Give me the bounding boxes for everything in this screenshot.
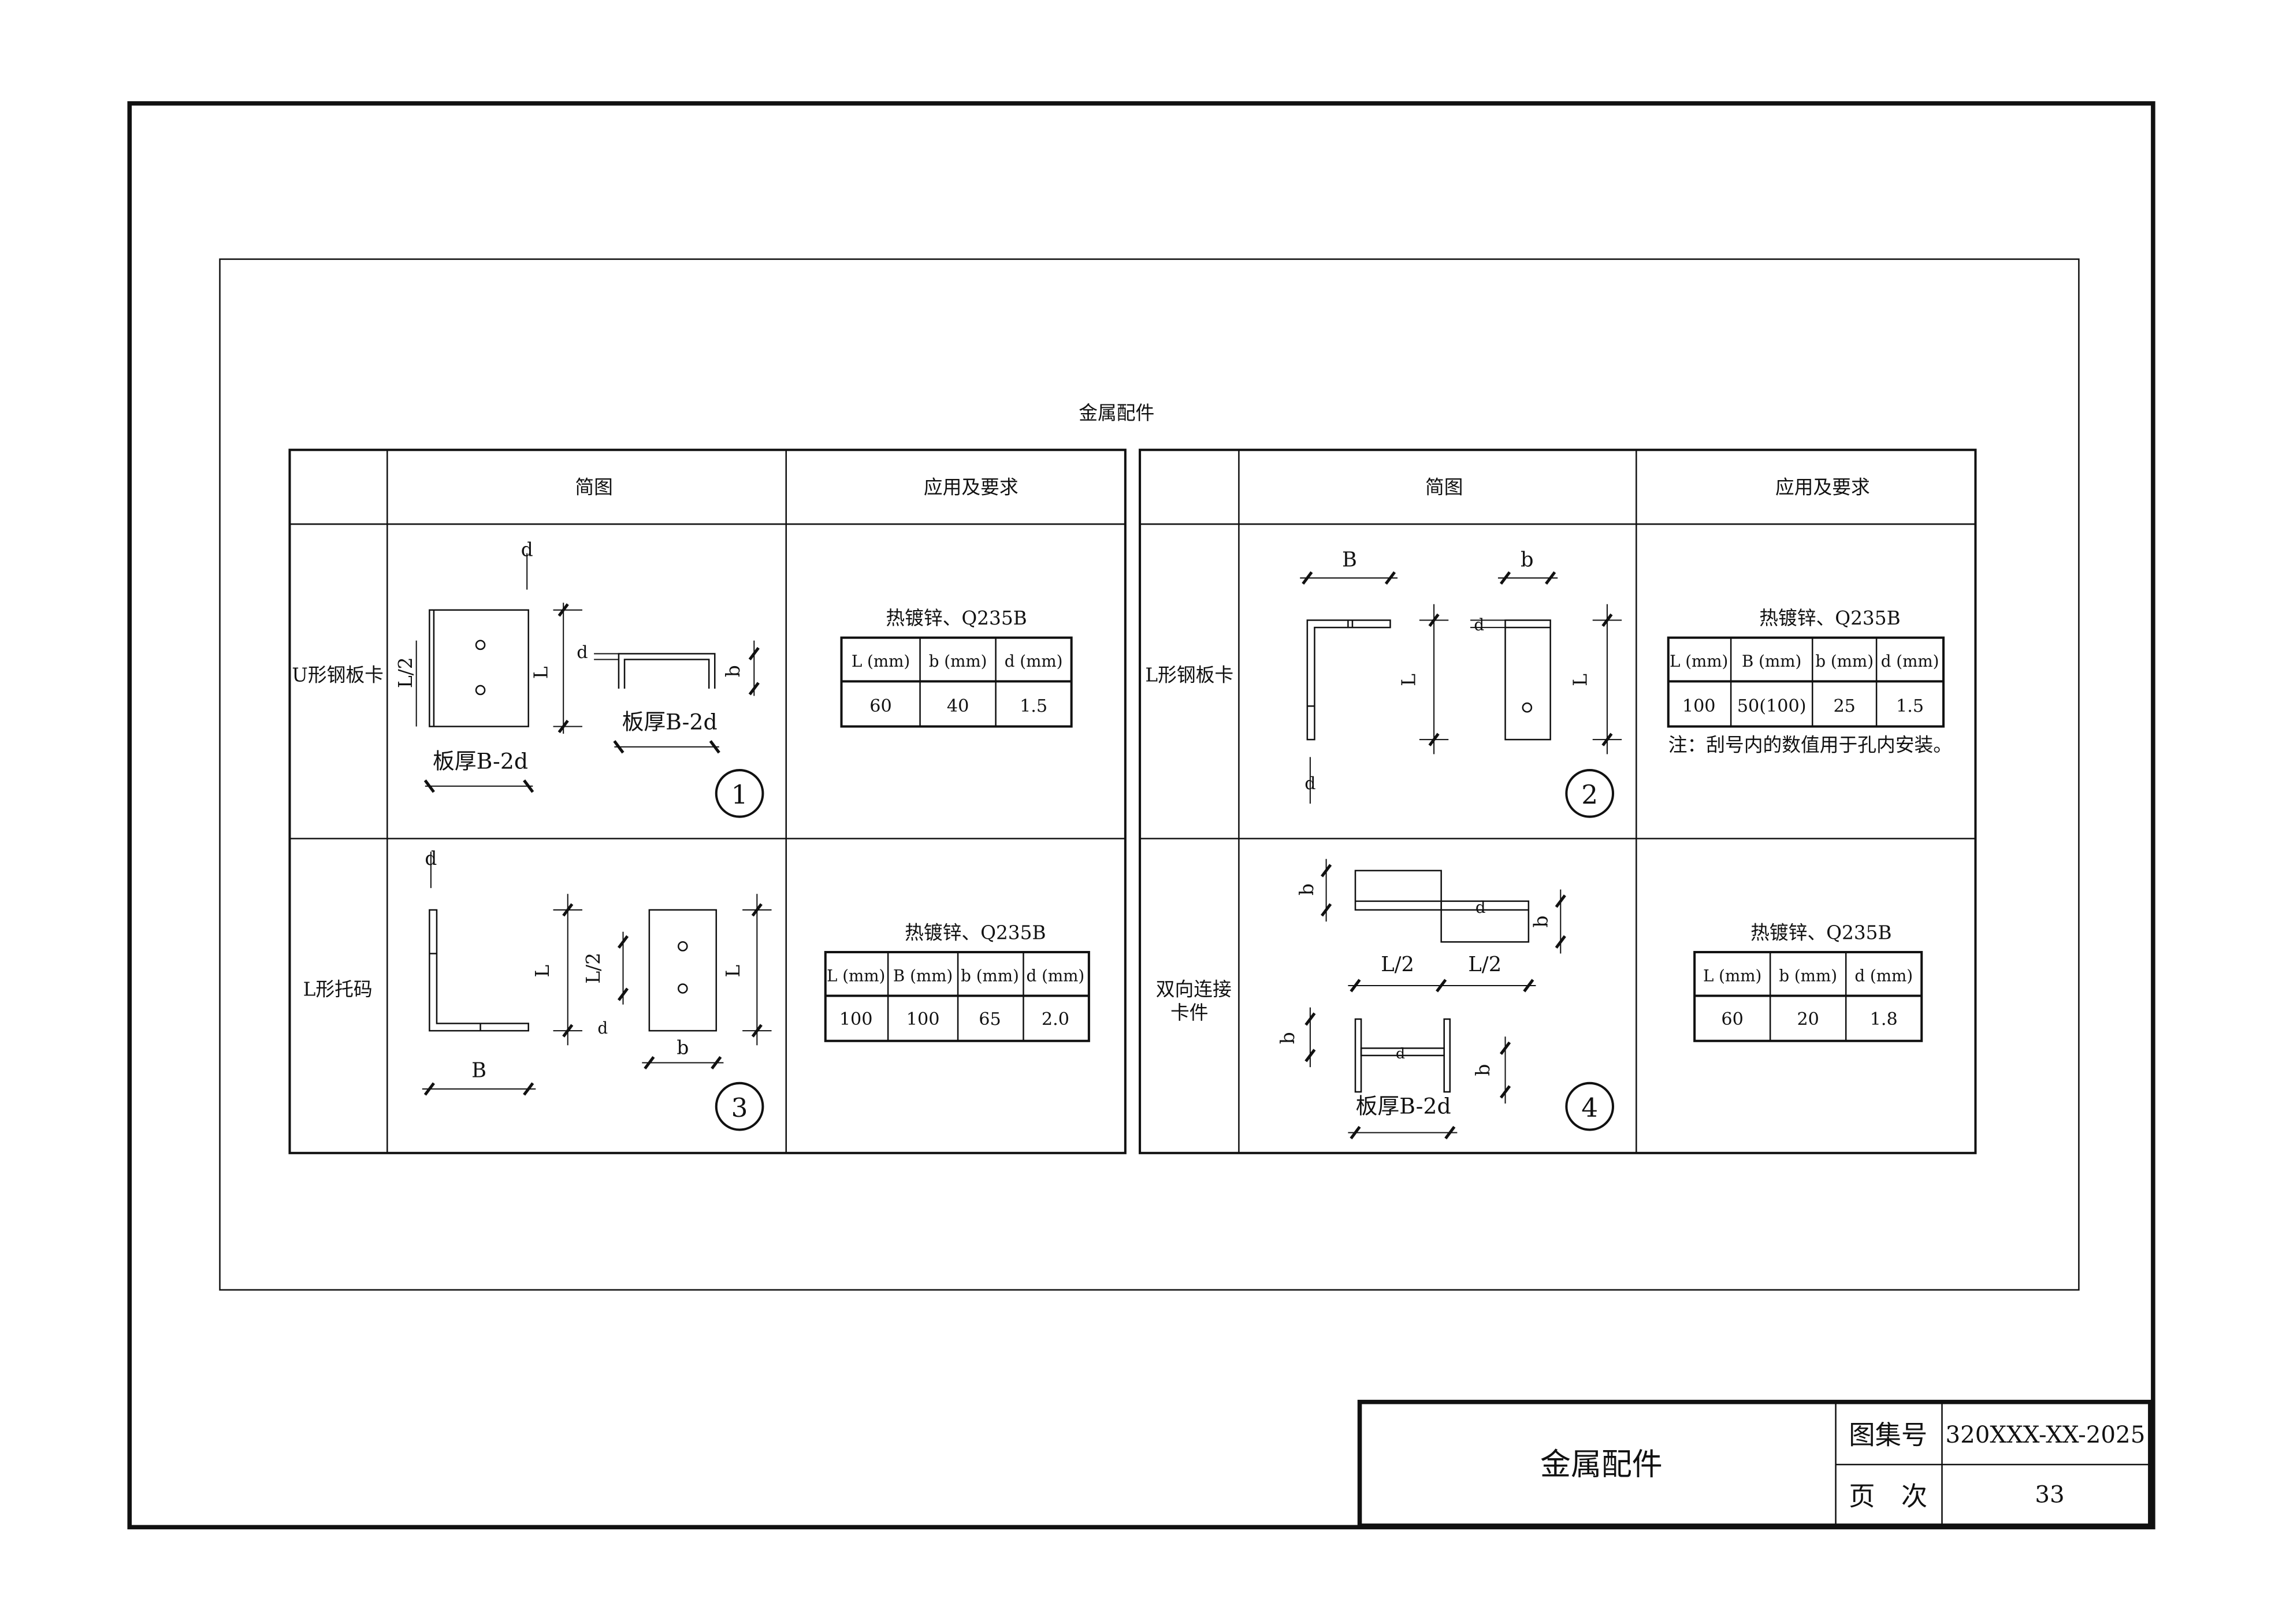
diagram-connector: b b L/2 L/2 d b b d 板厚B-2d 4 — [1277, 859, 1615, 1140]
col-header: b (mm) — [1779, 966, 1837, 985]
col-header: L (mm) — [1703, 966, 1761, 985]
dim-L-side: L — [531, 965, 553, 978]
item-number-circle — [1565, 769, 1615, 818]
dim-half-L-left: L/2 — [1381, 953, 1414, 976]
diagram-l-clip: B L d b L d 2 — [1300, 548, 1622, 818]
spec-connector: 热镀锌、Q235B L (mm) b (mm) d (mm) 60 20 1.8 — [1693, 921, 1923, 1042]
dim-b: b — [1521, 548, 1534, 571]
page-label: 页 次 — [1849, 1481, 1927, 1512]
dim-d-bottom: d — [1396, 1045, 1405, 1062]
dim-thickness-side: 板厚B-2d — [622, 709, 718, 734]
drawing-title: 金属配件 — [1079, 402, 1154, 424]
col-header: d (mm) — [1881, 652, 1939, 671]
dim-b-bottom-left: b — [1277, 1032, 1299, 1044]
item-name-l-clip: L形钢板卡 — [1145, 664, 1233, 686]
atlas-number: 320XXX-XX-2025 — [1946, 1421, 2146, 1448]
dim-half-L-right: L/2 — [1468, 953, 1501, 976]
item-number: 1 — [731, 779, 748, 810]
cell-value: 20 — [1797, 1009, 1819, 1030]
item-number: 3 — [731, 1092, 748, 1123]
dim-d-top: d — [1474, 615, 1484, 634]
cell-value: 100 — [906, 1009, 940, 1030]
outer-border — [127, 101, 2155, 1530]
dim-L-front: L — [722, 965, 744, 978]
right-table: 简图 应用及要求 — [1139, 448, 1977, 1154]
col-header: d (mm) — [1854, 966, 1913, 985]
dim-b-top-right: b — [1530, 916, 1552, 928]
cell-value: 40 — [947, 696, 969, 716]
col-header: L (mm) — [852, 652, 910, 671]
dim-d-top: d — [1475, 898, 1486, 917]
col-header: L (mm) — [827, 966, 885, 985]
col-header: b (mm) — [1815, 652, 1874, 671]
spec-l-clip: 热镀锌、Q235B L (mm) B (mm) b (mm) d (mm) 10… — [1667, 607, 1952, 756]
dim-thickness: 板厚B-2d — [1356, 1094, 1451, 1119]
page-number: 33 — [2035, 1481, 2064, 1508]
cell-value: 50(100) — [1737, 696, 1807, 716]
item-number-circle — [715, 1082, 764, 1131]
col-header: b (mm) — [929, 652, 987, 671]
cell-value: 60 — [869, 696, 891, 716]
dim-d: d — [521, 539, 533, 561]
cell-value: 60 — [1721, 1009, 1743, 1030]
cell-value: 1.8 — [1870, 1009, 1898, 1030]
dim-b-bottom-right: b — [1472, 1064, 1494, 1076]
cell-value: 25 — [1833, 696, 1855, 716]
dim-b-top-left: b — [1296, 883, 1318, 895]
material: 热镀锌、Q235B — [886, 607, 1027, 629]
note: 注：刮号内的数值用于孔内安装。 — [1668, 734, 1952, 756]
material: 热镀锌、Q235B — [1759, 607, 1900, 629]
dim-B: B — [1342, 548, 1357, 571]
dim-L-side: L — [1397, 674, 1419, 686]
col-header: b (mm) — [961, 966, 1019, 985]
material: 热镀锌、Q235B — [905, 921, 1046, 943]
dim-half-L: L/2 — [395, 657, 417, 688]
col-header: B (mm) — [1742, 652, 1801, 671]
material: 热镀锌、Q235B — [1750, 921, 1891, 943]
title-block-title: 金属配件 — [1540, 1447, 1663, 1482]
item-number-circle — [1565, 1082, 1615, 1131]
item-name-l-bracket: L形托码 — [303, 979, 373, 1001]
dim-L-front: L — [1570, 674, 1592, 686]
dim-d-side: d — [597, 1019, 608, 1038]
header-diagram: 简图 — [1425, 476, 1463, 498]
item-name-u-clip: U形钢板卡 — [292, 664, 384, 686]
col-header: B (mm) — [893, 966, 953, 985]
dim-d-bottom: d — [1304, 774, 1315, 794]
item-number: 4 — [1581, 1092, 1598, 1123]
spec-u-clip: 热镀锌、Q235B L (mm) b (mm) d (mm) 60 40 1.5 — [840, 607, 1073, 728]
item-number: 2 — [1581, 779, 1598, 810]
inner-frame — [219, 258, 2080, 1291]
cell-value: 1.5 — [1020, 696, 1047, 716]
dim-thickness-front: 板厚B-2d — [433, 749, 528, 774]
dim-half-L: L/2 — [582, 953, 604, 984]
header-requirements: 应用及要求 — [1775, 476, 1870, 498]
header-diagram: 简图 — [575, 476, 612, 498]
diagram-l-bracket: d L B L/2 d L b 3 — [422, 848, 772, 1131]
col-header: d (mm) — [1027, 966, 1085, 985]
cell-value: 100 — [1682, 696, 1716, 716]
cell-value: 1.5 — [1896, 696, 1924, 716]
item-name-connector-line2: 卡件 — [1170, 1002, 1209, 1024]
diagram-u-clip: L/2 L d 板厚B-2d d b 板厚B-2d 1 — [395, 539, 764, 818]
dim-b: b — [677, 1036, 689, 1058]
spec-l-bracket: 热镀锌、Q235B L (mm) B (mm) b (mm) d (mm) 10… — [824, 921, 1090, 1042]
title-block: 金属配件 图集号 320XXX-XX-2025 页 次 33 — [1357, 1399, 2153, 1528]
dim-L: L — [530, 666, 552, 679]
cell-value: 65 — [979, 1009, 1001, 1030]
dim-d-top: d — [425, 848, 437, 869]
cell-value: 100 — [839, 1009, 873, 1030]
atlas-label: 图集号 — [1849, 1420, 1927, 1451]
header-requirements: 应用及要求 — [924, 476, 1019, 498]
item-name-connector: 双向连接卡件 — [1156, 979, 1232, 1024]
left-table: 简图 应用及要求 — [288, 448, 1127, 1154]
cell-value: 2.0 — [1042, 1009, 1069, 1030]
col-header: d (mm) — [1005, 652, 1063, 671]
dim-b: b — [722, 665, 744, 677]
dim-B: B — [471, 1059, 486, 1083]
item-number-circle — [715, 769, 764, 818]
dim-d-side: d — [577, 642, 588, 663]
col-header: L (mm) — [1670, 652, 1728, 671]
item-name-connector-line1: 双向连接 — [1156, 979, 1232, 1001]
